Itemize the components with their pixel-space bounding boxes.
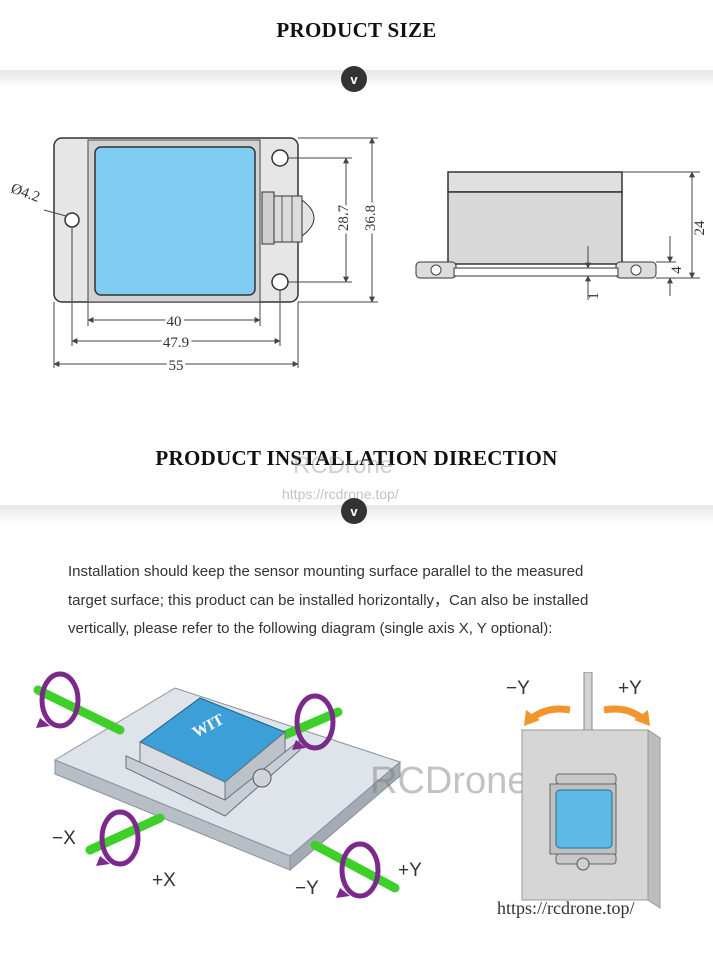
label-minus-y: −Y: [295, 878, 319, 899]
watermark-url: https://rcdrone.top/: [282, 486, 399, 502]
top-view-dim-labels: 40 47.9 55 28.7 36.8 Ø4.2: [9, 181, 382, 377]
product-size-title: PRODUCT SIZE: [276, 18, 437, 42]
watermark-brand-large: RCDrone: [370, 760, 529, 802]
chevron-down-icon[interactable]: v: [341, 66, 367, 92]
instruction-line: target surface; this product can be inst…: [68, 591, 589, 609]
dim-hole-diameter: Ø4.2: [9, 181, 42, 206]
chevron-down-icon[interactable]: v: [341, 498, 367, 524]
instruction-line: Installation should keep the sensor moun…: [68, 563, 584, 580]
top-view: [43, 137, 378, 368]
label-plus-y: +Y: [398, 860, 422, 881]
horizontal-installation-diagram: WIT −X +X −Y +Y: [33, 671, 422, 899]
installation-direction-title: PRODUCT INSTALLATION DIRECTION: [155, 446, 558, 470]
label-vertical-plus-y: +Y: [618, 678, 642, 699]
dim-inner-width: 40: [167, 314, 182, 330]
dim-gap: 1: [586, 292, 602, 300]
dim-flange-thickness: 4: [669, 266, 685, 274]
instruction-line: vertically, please refer to the followin…: [68, 620, 553, 637]
label-vertical-minus-y: −Y: [506, 678, 530, 699]
label-plus-x: +X: [152, 870, 176, 891]
installation-instructions: Installation should keep the sensor moun…: [68, 558, 668, 644]
side-view-dim-labels: 24 4 1: [586, 220, 708, 300]
product-size-drawing: 40 47.9 55 28.7 36.8 Ø4.2 24 4 1: [9, 137, 708, 377]
side-view: [415, 171, 700, 300]
dim-total-height: 36.8: [363, 205, 379, 231]
dim-hole-spacing: 47.9: [163, 335, 189, 351]
label-minus-x: −X: [52, 828, 76, 849]
watermark-url-bottom: https://rcdrone.top/: [497, 898, 635, 918]
dim-side-height: 24: [692, 220, 708, 236]
watermark-brand: RCDrone: [293, 452, 394, 479]
dim-hole-height: 28.7: [336, 204, 352, 231]
vertical-installation-diagram: −Y +Y: [506, 672, 662, 909]
dim-total-width: 55: [169, 358, 184, 374]
